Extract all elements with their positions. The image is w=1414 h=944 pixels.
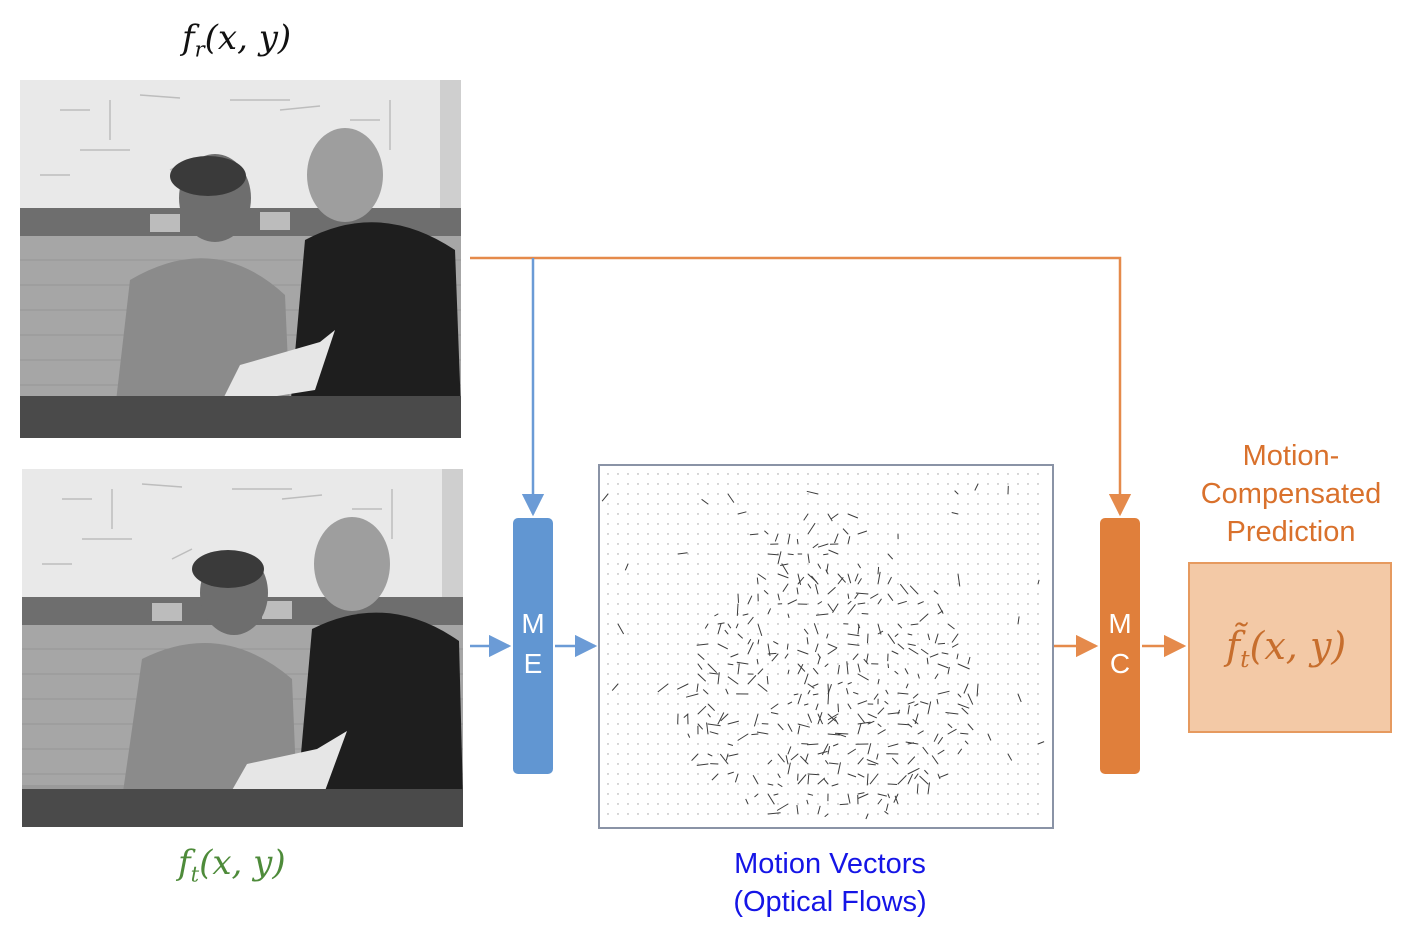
prediction-box (1188, 562, 1392, 733)
current-frame-label: ft(x, y) (178, 843, 286, 886)
motion-vector-field (598, 464, 1054, 829)
reference-frame-symbol: f (182, 18, 195, 58)
reference-frame-args: (x, y) (204, 18, 292, 58)
motion-vectors-caption-line1: Motion Vectors (734, 848, 926, 880)
motion-compensation-block: M C (1100, 518, 1140, 774)
prediction-args: (x, y) (1249, 624, 1347, 668)
reference-frame-image (20, 80, 461, 438)
me-letter-e: E (523, 648, 543, 679)
reference-frame-scene (20, 80, 461, 438)
prediction-caption-line1: Motion- (1242, 440, 1340, 472)
optical-flow-plot (601, 473, 1045, 820)
motion-vectors-caption-line2: (Optical Flows) (733, 886, 927, 918)
prediction-caption: Motion- Compensated Prediction (1176, 437, 1406, 551)
flow-vectors (601, 483, 1045, 820)
reference-frame-subscript: r (194, 36, 205, 62)
mc-letter-m: M (1108, 608, 1132, 639)
current-frame-scene (22, 469, 463, 827)
current-frame-image (22, 469, 463, 827)
flow-grid-dots (607, 473, 1039, 815)
current-frame-symbol: f (178, 843, 191, 883)
prediction-subscript: t (1240, 645, 1250, 674)
prediction-symbol: f̃ (1226, 624, 1241, 668)
prediction-caption-line3: Prediction (1226, 516, 1356, 548)
me-letter-m: M (521, 608, 545, 639)
motion-estimation-block: M E (513, 518, 553, 774)
prediction-caption-line2: Compensated (1200, 478, 1382, 510)
reference-frame-label: fr(x, y) (182, 18, 291, 61)
current-frame-subscript: t (190, 861, 200, 887)
reference-to-mc-arrow (470, 256, 1132, 517)
current-frame-args: (x, y) (199, 843, 286, 883)
prediction-label: f̃t(x, y) (1226, 624, 1346, 673)
motion-vectors-caption: Motion Vectors (Optical Flows) (680, 845, 980, 921)
mc-letter-c: C (1109, 648, 1131, 679)
